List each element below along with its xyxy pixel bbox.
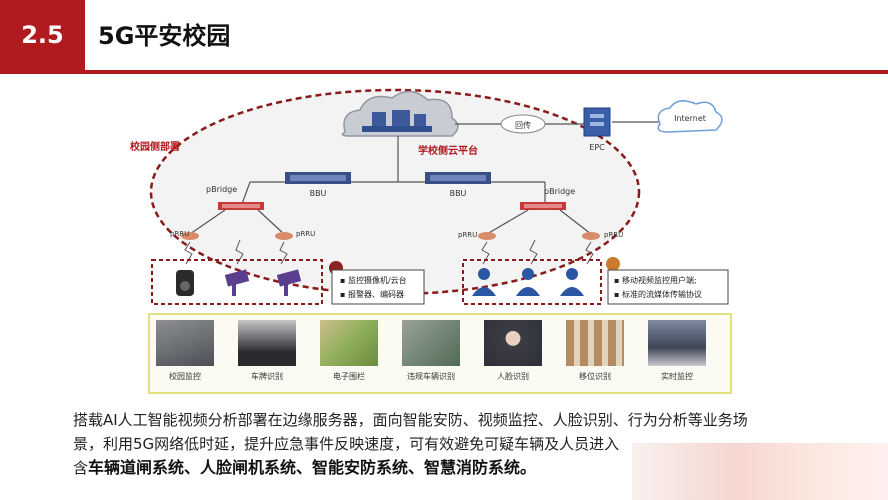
bbu-left-label: BBU <box>310 189 327 198</box>
bbu-right-icon <box>425 172 491 184</box>
backhaul-label: 回传 <box>515 120 531 130</box>
photo-tile-vehicle-violation <box>402 320 460 366</box>
legend-right-item-1: ▪ 移动视频监控用户端; <box>614 275 697 285</box>
photo-caption: 校园监控 <box>169 372 201 381</box>
page-title: 5G平安校园 <box>98 22 231 50</box>
section-number-badge: 2.5 <box>0 0 85 70</box>
photo-tile-campus-monitoring <box>156 320 214 366</box>
network-diagram: 回传 EPC Internet 校园侧部署 学校侧云平台 BBU BBU pBr… <box>130 88 729 305</box>
ptz-camera-icon <box>176 270 194 296</box>
header-divider <box>0 70 888 74</box>
prru-left-2-label: pRRU <box>296 230 315 238</box>
legend-left-item-1: ▪ 监控摄像机/云台 <box>340 275 407 285</box>
paragraph-line-1: 搭载AI人工智能视频分析部署在边缘服务器，面向智能安防、视频监控、人脸识别、行为… <box>73 411 748 429</box>
camera-group-box <box>151 259 323 305</box>
paragraph-line-3: 含车辆道闸系统、人脸闸机系统、智能安防系统、智慧消防系统。 <box>73 456 833 480</box>
epc-server-icon <box>583 107 611 137</box>
bbu-left-icon <box>285 172 351 184</box>
paragraph-line-2: 景，利用5G网络低时延，提升应急事件反映速度，可有效避免可疑车辆及人员进入 <box>73 435 620 453</box>
header-bar: 2.5 5G平安校园 <box>0 0 888 70</box>
photo-tile-e-fence <box>320 320 378 366</box>
user-icon-1 <box>472 268 496 296</box>
paragraph-systems-list: 车辆道闸系统、人脸闸机系统、智能安防系统、智慧消防系统。 <box>88 458 537 477</box>
pbridge-left-icon <box>218 202 264 210</box>
photo-caption: 违规车辆识别 <box>407 372 455 381</box>
watermark-overlay <box>632 443 888 500</box>
user-icon-2 <box>516 268 540 296</box>
epc-label: EPC <box>589 143 605 152</box>
campus-label: 校园侧部署 <box>130 140 180 153</box>
platform-label: 学校侧云平台 <box>418 144 478 157</box>
legend-right-marker <box>606 257 620 271</box>
photo-tile-face-recognition <box>484 320 542 366</box>
photo-caption: 电子围栏 <box>333 372 365 381</box>
legend-right-box <box>607 269 729 305</box>
prru-left-2-icon <box>275 232 293 240</box>
pbridge-right-icon <box>520 202 566 210</box>
photo-tile-plate-recognition <box>238 320 296 366</box>
photo-caption: 车牌识别 <box>251 372 283 381</box>
camera-icon-1 <box>224 269 250 296</box>
bbu-right-label: BBU <box>450 189 467 198</box>
photo-caption: 实时监控 <box>661 372 693 381</box>
prru-right-1-icon <box>478 232 496 240</box>
legend-left-box <box>331 269 425 305</box>
photo-strip: 校园监控 车牌识别 电子围栏 违规车辆识别 人脸识别 移位识别 实时监控 <box>148 313 732 394</box>
cloud-platform-icon <box>341 90 459 137</box>
photo-tile-displacement <box>566 320 624 366</box>
pbridge-right-label: pBridge <box>544 187 575 196</box>
user-icon-3 <box>560 268 584 296</box>
paragraph-line-3-prefix: 含 <box>73 459 89 477</box>
internet-label: Internet <box>674 114 706 123</box>
prru-right-1-label: pRRU <box>458 231 477 239</box>
camera-icon-2 <box>276 269 302 296</box>
description-paragraph: 搭载AI人工智能视频分析部署在边缘服务器，面向智能安防、视频监控、人脸识别、行为… <box>73 408 833 480</box>
photo-tile-realtime-monitoring <box>648 320 706 366</box>
legend-right-item-2: ▪ 标准的流媒体传输协议 <box>614 289 702 299</box>
prru-left-1-icon <box>181 232 199 240</box>
internet-cloud-icon <box>657 100 723 133</box>
prru-right-2-label: pRRU <box>604 231 623 239</box>
photo-caption: 移位识别 <box>579 372 611 381</box>
prru-left-1-label: pRRU <box>170 230 189 238</box>
pbridge-left-label: pBridge <box>206 185 237 194</box>
prru-right-2-icon <box>582 232 600 240</box>
legend-left-item-2: ▪ 报警器、编码器 <box>340 289 404 299</box>
photo-caption: 人脸识别 <box>497 372 529 381</box>
